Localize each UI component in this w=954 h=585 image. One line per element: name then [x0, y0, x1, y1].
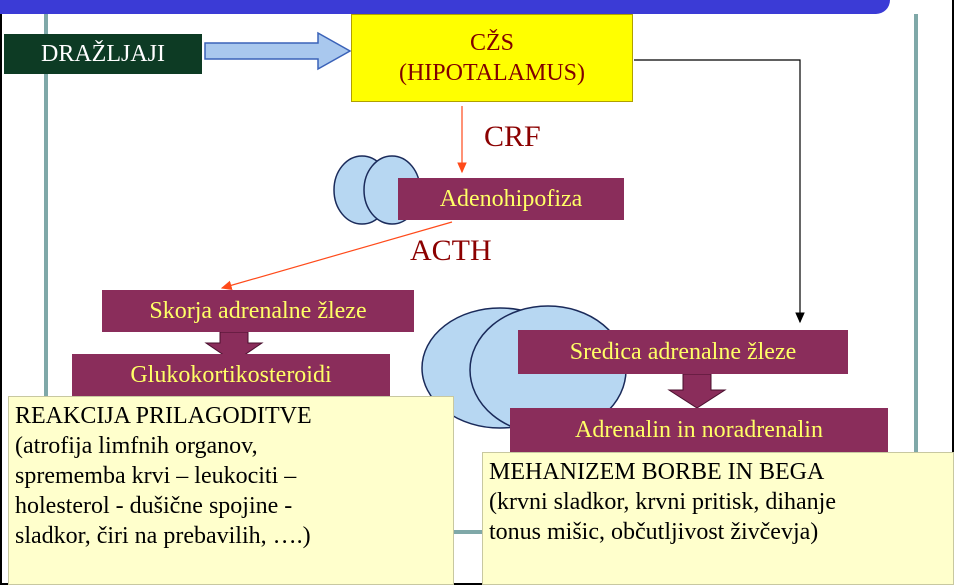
adaptation-reaction-box: REAKCIJA PRILAGODITVE (atrofija limfnih …	[8, 396, 454, 585]
crf-label: CRF	[484, 120, 541, 153]
adrenal-cortex-label: Skorja adrenalne žleze	[149, 297, 367, 324]
adrenal-cortex-box: Skorja adrenalne žleze	[102, 290, 414, 332]
adaptation-line: holesterol - dušične spojine -	[15, 493, 293, 519]
medulla-down-arrow	[667, 373, 727, 409]
cortex-down-arrow	[204, 331, 264, 363]
adaptation-line: sladkor, čiri na prebavilih, ….)	[15, 523, 311, 549]
adaptation-line: sprememba krvi – leukociti –	[15, 463, 297, 489]
slide-top-band	[0, 0, 890, 14]
stimuli-box: DRAŽLJAJI	[4, 34, 202, 74]
fight-flight-title: MEHANIZEM BORBE IN BEGA	[489, 459, 825, 485]
adenohypophysis-label: Adenohipofiza	[439, 185, 583, 212]
adrenaline-box: Adrenalin in noradrenalin	[510, 408, 888, 452]
adaptation-title: REAKCIJA PRILAGODITVE	[15, 403, 312, 429]
stimuli-arrow	[204, 31, 352, 71]
fight-flight-line: (krvni sladkor, krvni pritisk, dihanje	[489, 489, 836, 515]
fight-flight-box: MEHANIZEM BORBE IN BEGA (krvni sladkor, …	[482, 452, 954, 585]
hypothalamus-label: (HIPOTALAMUS)	[398, 60, 586, 86]
acth-arrow	[220, 221, 453, 290]
cns-label: CŽS	[469, 30, 514, 56]
glucocorticoids-label: Glukokortikosteroidi	[130, 361, 332, 388]
adrenal-medulla-label: Sredica adrenalne žleze	[569, 338, 797, 365]
stimuli-label: DRAŽLJAJI	[41, 40, 165, 67]
adaptation-line: (atrofija limfnih organov,	[15, 433, 258, 459]
glucocorticoids-box: Glukokortikosteroidi	[72, 354, 390, 396]
fight-flight-line: tonus mišic, občutljivost živčevja)	[489, 519, 819, 545]
acth-label: ACTH	[410, 234, 492, 267]
adrenal-medulla-box: Sredica adrenalne žleze	[518, 330, 848, 374]
cns-box: CŽS (HIPOTALAMUS)	[351, 14, 633, 102]
adrenaline-label: Adrenalin in noradrenalin	[575, 416, 823, 443]
adenohypophysis-box: Adenohipofiza	[398, 178, 624, 220]
teal-frame	[44, 14, 918, 534]
cns-to-medulla-arrow	[634, 59, 805, 324]
